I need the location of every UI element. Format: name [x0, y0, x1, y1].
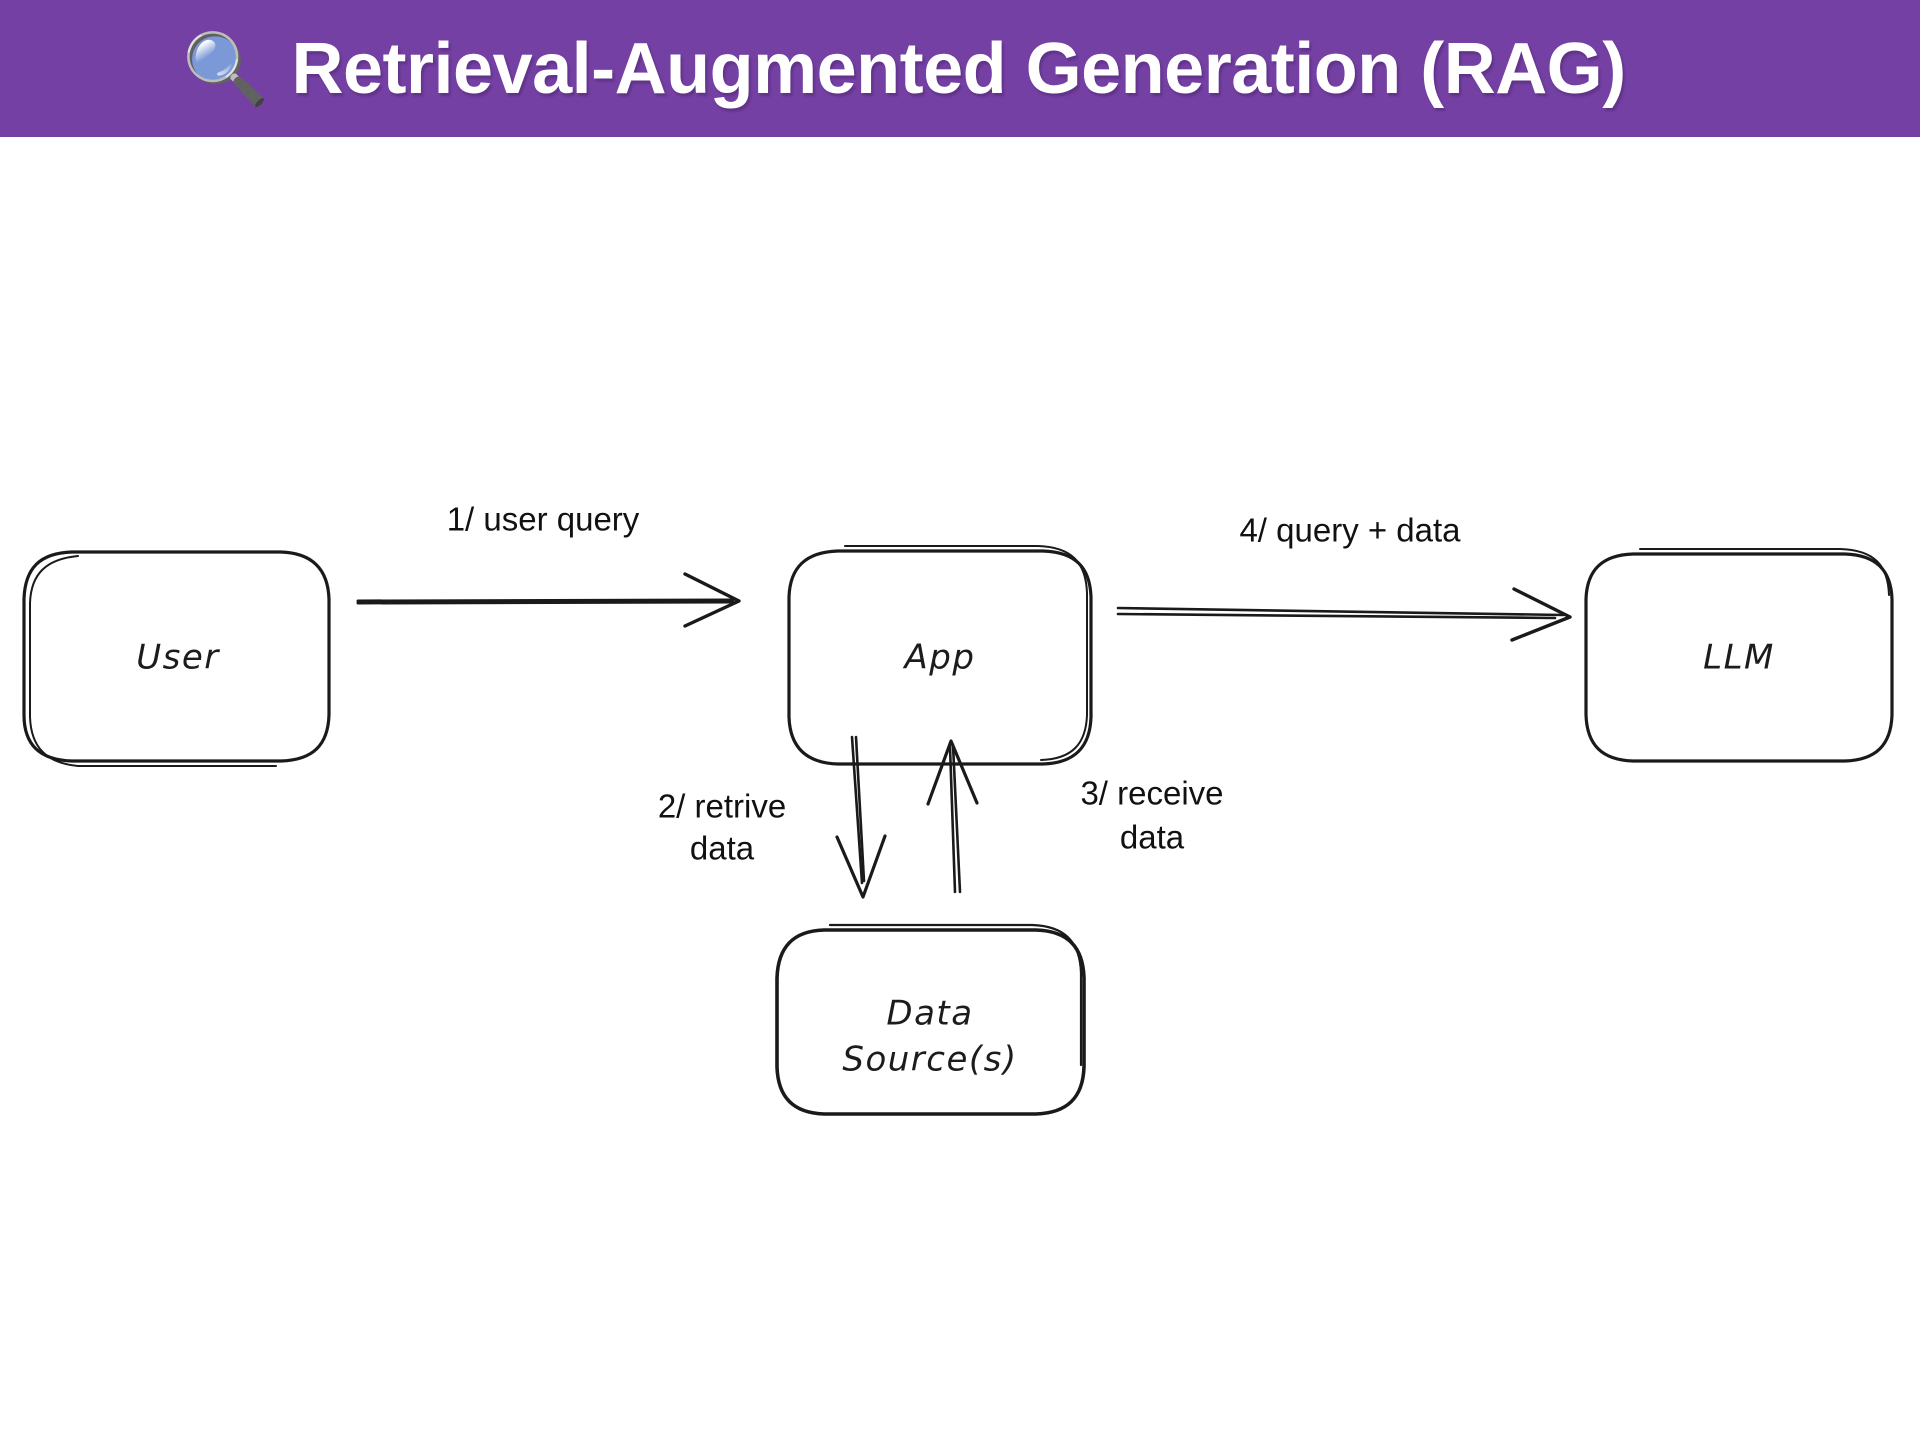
edge-2-line — [850, 735, 864, 885]
edge-3-line-overstroke — [951, 743, 962, 894]
edge-2-label-line2: data — [690, 830, 755, 867]
node-llm-label: LLM — [1703, 638, 1775, 678]
magnifying-glass-icon: 🔍 — [182, 29, 270, 108]
edge-datasource-to-app: 3/ receive data — [926, 739, 1224, 894]
node-data-source[interactable]: Data Source(s) — [775, 923, 1086, 1116]
node-data-source-shape-overstroke — [828, 923, 1083, 1067]
node-app-label: App — [903, 638, 976, 678]
node-user-label: User — [136, 638, 220, 678]
node-llm-shape-overstroke — [1639, 548, 1890, 596]
edge-user-to-app: 1/ user query — [356, 501, 741, 628]
edge-2-line-overstroke — [854, 735, 866, 883]
node-app[interactable]: App — [787, 545, 1093, 766]
edge-3-label-line1: 3/ receive — [1080, 775, 1223, 812]
edge-3-arrowhead — [926, 739, 979, 806]
edge-4-arrowhead — [1510, 587, 1572, 642]
edge-app-to-datasource: 2/ retrive data — [658, 735, 887, 899]
node-user[interactable]: User — [22, 550, 331, 767]
slide-header-bar: 🔍 Retrieval-Augmented Generation (RAG) — [0, 0, 1920, 137]
edge-4-label: 4/ query + data — [1239, 512, 1461, 549]
header-content: 🔍 Retrieval-Augmented Generation (RAG) — [182, 28, 1626, 110]
edge-3-label-line2: data — [1120, 819, 1185, 856]
edge-1-arrowhead — [683, 572, 741, 628]
edge-3-line — [948, 745, 957, 894]
node-data-source-label-line1: Data — [886, 994, 973, 1034]
node-data-source-label-line2: Source(s) — [842, 1040, 1017, 1080]
node-user-shape-overstroke — [29, 555, 277, 767]
node-user-shape — [22, 550, 331, 763]
page-title: Retrieval-Augmented Generation (RAG) — [291, 28, 1626, 109]
node-app-shape-overstroke — [844, 545, 1088, 761]
rag-flow-diagram: User App LLM Data Source(s) 1/ user quer… — [22, 501, 1894, 1116]
edge-1-line-overstroke — [356, 600, 735, 605]
edge-2-arrowhead — [835, 834, 887, 899]
edge-2-label-line1: 2/ retrive — [658, 788, 786, 825]
edge-1-line — [356, 598, 735, 603]
edge-4-line — [1116, 606, 1565, 617]
diagram-canvas: User App LLM Data Source(s) 1/ user quer… — [0, 137, 1920, 1440]
node-app-shape — [787, 549, 1093, 766]
edge-4-line-overstroke — [1116, 612, 1557, 620]
edge-app-to-llm: 4/ query + data — [1116, 512, 1572, 642]
edge-1-label: 1/ user query — [447, 501, 640, 538]
node-llm[interactable]: LLM — [1584, 548, 1894, 763]
